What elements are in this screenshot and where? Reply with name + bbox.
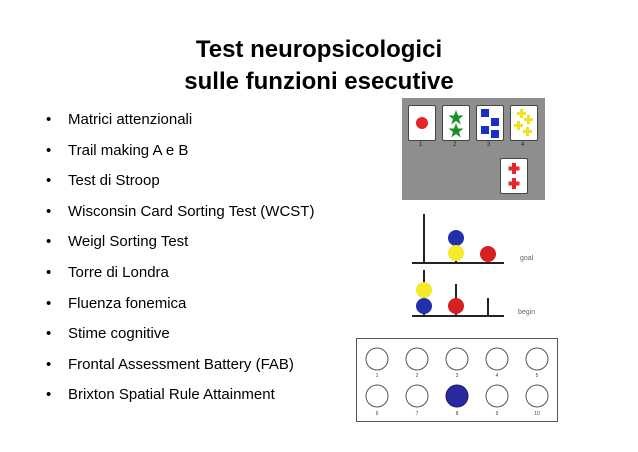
bullet-marker: •	[46, 202, 52, 220]
red-cross-icon	[508, 163, 520, 189]
list-item: • Torre di Londra	[46, 264, 314, 295]
red-ball-icon	[448, 298, 464, 314]
circle-number: 6	[376, 411, 379, 417]
wcst-card-4	[510, 105, 538, 141]
test-list: • Matrici attenzionali • Trail making A e …	[46, 111, 314, 417]
red-ball-icon	[480, 246, 496, 262]
circle-number: 5	[536, 373, 539, 379]
wcst-card-2	[442, 105, 470, 141]
circle-number: 1	[376, 373, 379, 379]
list-item-label: Brixton Spatial Rule Attainment	[68, 386, 275, 404]
list-item-label: Test di Stroop	[68, 172, 160, 190]
bullet-marker: •	[46, 233, 52, 251]
green-star-icon	[448, 110, 464, 138]
list-item-label: Frontal Assessment Battery (FAB)	[68, 355, 294, 373]
bullet-marker: •	[46, 111, 52, 128]
circle-number: 9	[496, 411, 499, 417]
brixton-test-image: 1 2 3 4 5 6 7 8 9 10	[356, 338, 558, 422]
wcst-card-number: 1	[419, 142, 423, 148]
circle-number: 3	[456, 373, 459, 379]
wcst-response-card	[500, 158, 528, 194]
circle-number: 7	[416, 411, 419, 417]
list-item: • Wisconsin Card Sorting Test (WCST)	[46, 203, 314, 234]
list-item: • Trail making A e B	[46, 142, 314, 173]
list-item-label: Torre di Londra	[68, 263, 169, 281]
red-circle-icon	[416, 117, 428, 129]
wcst-card-number: 2	[453, 142, 457, 148]
filled-circle-icon	[445, 384, 469, 408]
list-item: • Weigl Sorting Test	[46, 233, 314, 264]
list-item-label: Trail making A e B	[68, 141, 189, 159]
slide-title-line2: sulle funzioni esecutive	[184, 68, 454, 95]
wcst-card-3	[476, 105, 504, 141]
yellow-ball-icon	[448, 245, 464, 261]
circle-number: 10	[534, 411, 540, 417]
list-item: • Frontal Assessment Battery (FAB)	[46, 356, 314, 387]
list-item: • Brixton Spatial Rule Attainment	[46, 386, 314, 417]
yellow-ball-icon	[416, 282, 432, 298]
wcst-cards-image: 1 2 3 4	[402, 98, 545, 200]
bullet-marker: •	[46, 172, 52, 190]
begin-label: begin	[518, 309, 535, 316]
list-item: • Test di Stroop	[46, 172, 314, 203]
list-item: • Stime cognitive	[46, 325, 314, 356]
tower-of-london-image: goal begin	[412, 214, 535, 317]
list-item-label: Wisconsin Card Sorting Test (WCST)	[68, 202, 315, 220]
bullet-marker: •	[46, 263, 52, 281]
bullet-marker: •	[46, 355, 52, 373]
blue-ball-icon	[448, 230, 464, 246]
list-item-label: Weigl Sorting Test	[68, 233, 189, 251]
circle-number: 4	[496, 373, 499, 379]
blue-square-icon	[481, 109, 499, 138]
bullet-marker: •	[46, 294, 52, 312]
goal-label: goal	[520, 255, 534, 262]
wcst-card-number: 4	[521, 142, 525, 148]
bullet-marker: •	[46, 386, 52, 404]
wcst-card-number: 3	[487, 142, 491, 148]
list-item-label: Stime cognitive	[68, 325, 170, 343]
list-item: • Matrici attenzionali	[46, 111, 314, 142]
list-item-label: Matrici attenzionali	[68, 111, 193, 128]
list-item-label: Fluenza fonemica	[68, 294, 187, 312]
bullet-marker: •	[46, 141, 52, 159]
list-item: • Fluenza fonemica	[46, 295, 314, 326]
circle-number: 8	[456, 411, 459, 417]
circle-number: 2	[416, 373, 419, 379]
slide-title-line1: Test neuropsicologici	[195, 36, 443, 63]
blue-ball-icon	[416, 298, 432, 314]
yellow-cross-icon	[514, 109, 533, 136]
bullet-marker: •	[46, 325, 52, 343]
wcst-card-1	[408, 105, 436, 141]
